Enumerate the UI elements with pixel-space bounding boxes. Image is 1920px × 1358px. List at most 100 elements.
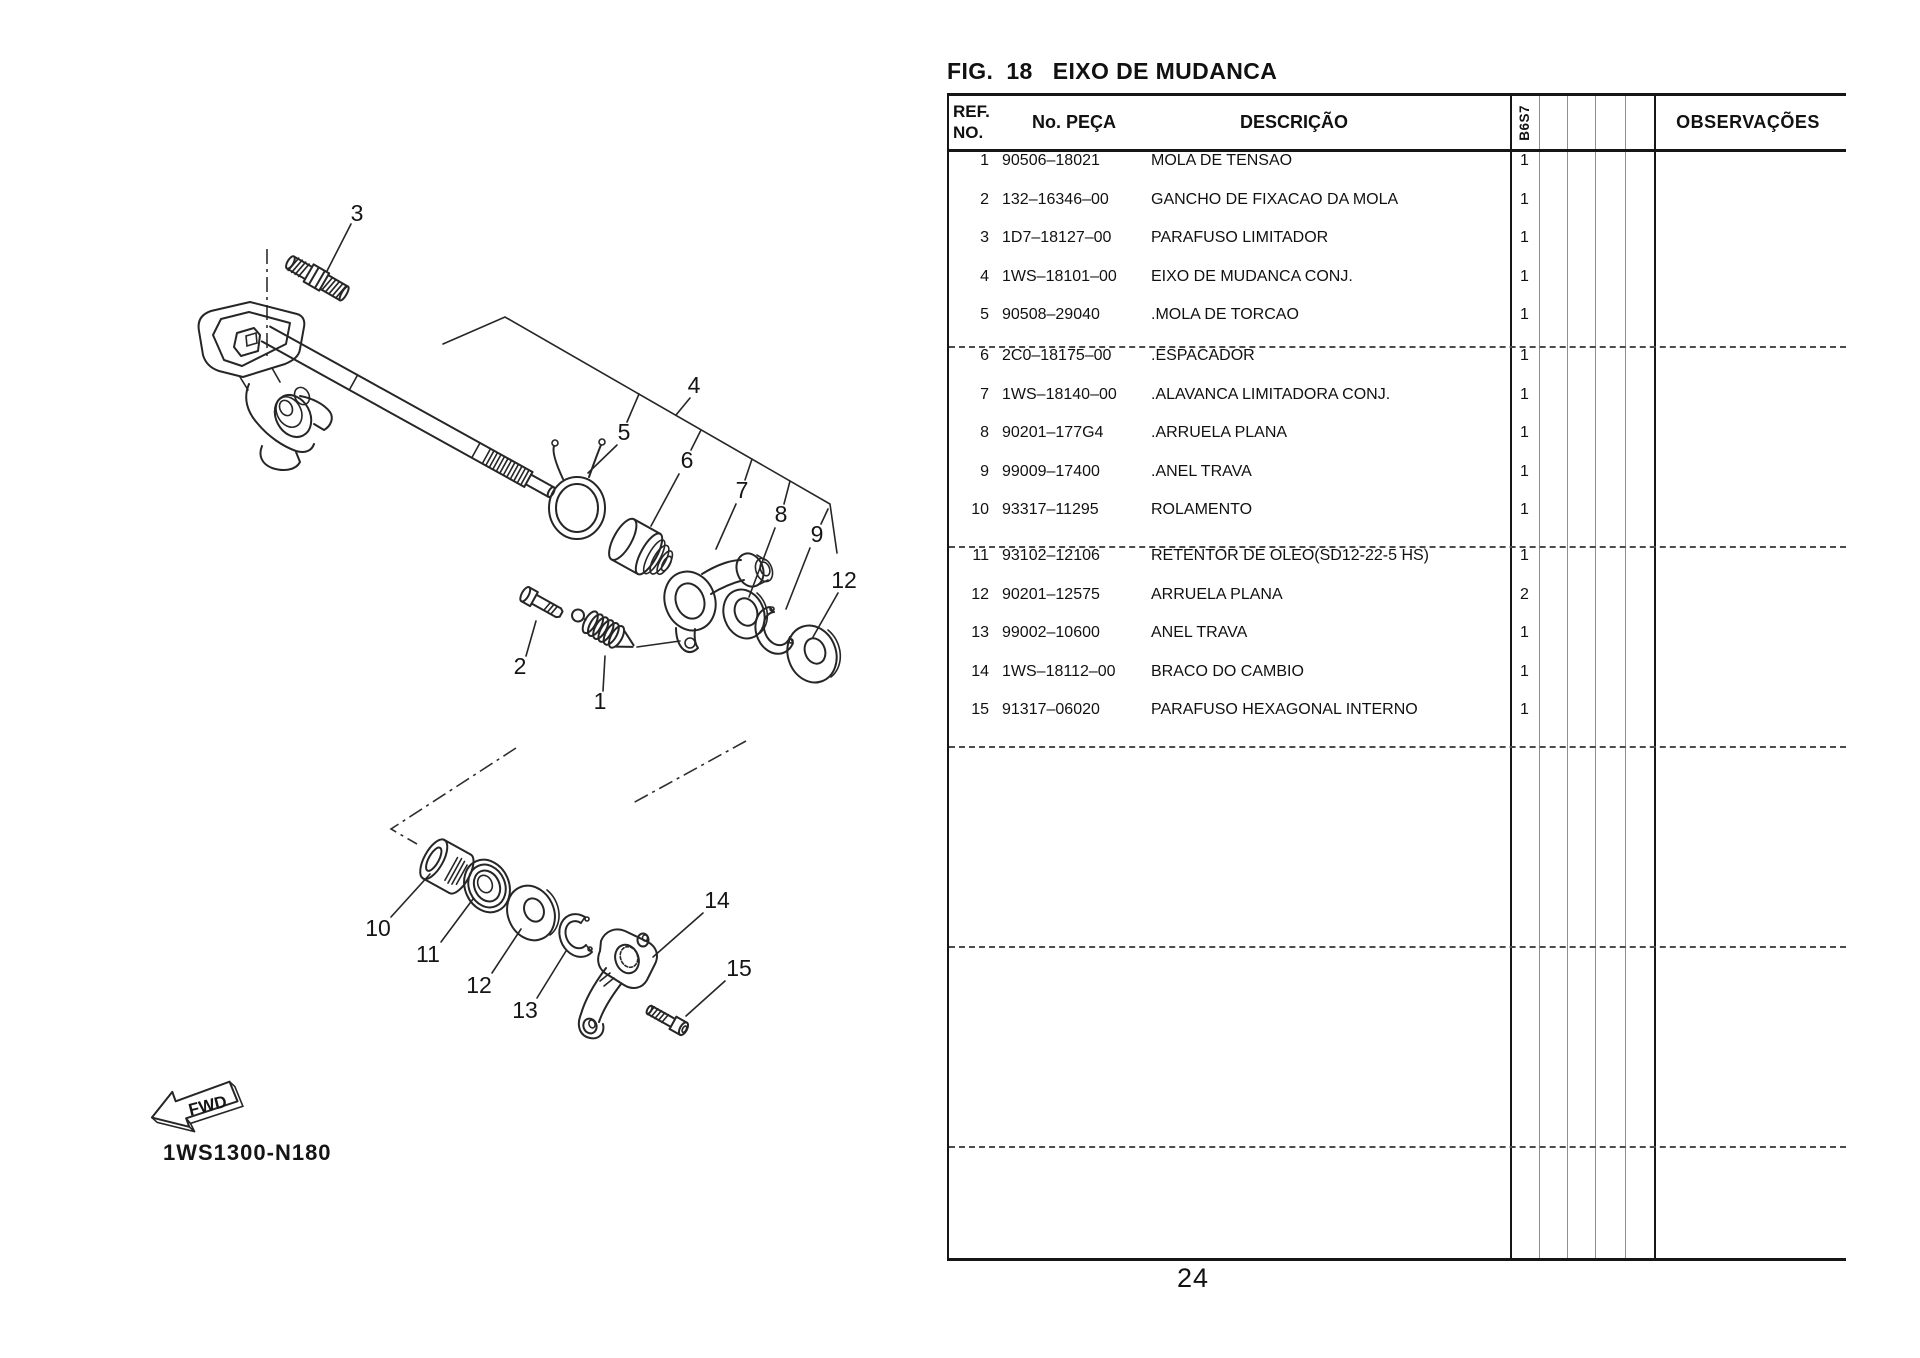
leader-6 <box>650 473 680 527</box>
header-observations: OBSERVAÇÕES <box>1676 112 1820 132</box>
column-divider-thin <box>1567 96 1568 1258</box>
title-number: 18 <box>1006 58 1033 84</box>
row-part-no: 2C0–18175–00 <box>1002 347 1112 364</box>
leader-9 <box>785 547 811 610</box>
part-torsion-spring <box>548 438 606 540</box>
callout-2: 2 <box>514 653 527 679</box>
row-description: ANEL TRAVA <box>1151 624 1248 642</box>
row-qty: 1 <box>1520 267 1529 285</box>
row-part-no: 93102–12106 <box>1002 547 1100 564</box>
part-oil-seal <box>463 858 511 914</box>
header-description: DESCRIÇÃO <box>1239 112 1348 132</box>
row-ref-no: 1 <box>980 152 989 169</box>
model-code-label: B6S7 <box>1517 104 1532 141</box>
callout-5: 5 <box>618 419 631 445</box>
part-limit-lever <box>663 552 774 654</box>
leader-13 <box>536 950 567 999</box>
row-qty: 1 <box>1520 229 1529 247</box>
callout-6: 6 <box>681 447 694 473</box>
row-ref-no: 15 <box>971 701 989 719</box>
callout-4: 4 <box>688 372 701 398</box>
row-ref-no: 4 <box>980 267 989 285</box>
table-row: 3 1D7–18127–00 PARAFUSO LIMITADOR 1 <box>949 227 1846 249</box>
callout-12b: 12 <box>466 972 492 998</box>
leader-1 <box>602 655 606 692</box>
leader-15 <box>685 980 726 1017</box>
leader-11 <box>440 898 474 943</box>
header-part-no: No. PEÇA <box>1031 112 1116 132</box>
row-description: .ARRUELA PLANA <box>1151 424 1288 442</box>
row-description: .ALAVANCA LIMITADORA CONJ. <box>1151 385 1391 403</box>
part-snap-ring-13 <box>558 913 593 958</box>
row-description: PARAFUSO LIMITADOR <box>1151 229 1329 247</box>
table-header: REF. NO. No. PEÇA DESCRIÇÃO B6S7 OBSERVA… <box>949 96 1846 152</box>
row-ref-no: 2 <box>980 190 989 208</box>
part-washer-12-upper <box>786 624 842 684</box>
drawing-code: 1WS1300-N180 <box>163 1140 332 1165</box>
leader-7 <box>715 503 737 550</box>
callout-3: 3 <box>351 200 364 226</box>
column-divider <box>1510 96 1512 1258</box>
part-shift-pedal <box>197 301 333 471</box>
row-ref-no: 5 <box>980 306 989 324</box>
row-qty: 1 <box>1520 624 1529 642</box>
row-ref-no: 11 <box>972 547 989 564</box>
part-spacer <box>608 517 674 576</box>
row-qty: 1 <box>1520 701 1529 719</box>
callout-9: 9 <box>811 521 824 547</box>
row-qty: 1 <box>1520 547 1529 564</box>
row-part-no: 91317–06020 <box>1002 701 1100 719</box>
spring-link-line <box>636 640 681 648</box>
row-ref-no: 14 <box>971 662 989 680</box>
row-part-no: 1WS–18112–00 <box>1002 662 1116 680</box>
row-description: .MOLA DE TORCAO <box>1151 306 1299 324</box>
row-ref-no: 12 <box>971 585 989 603</box>
callout-11: 11 <box>416 941 440 967</box>
group-separator <box>949 1146 1846 1148</box>
row-description: BRACO DO CAMBIO <box>1151 662 1304 680</box>
leader-12 <box>812 592 839 638</box>
callout-7: 7 <box>736 477 749 503</box>
column-divider <box>1654 96 1656 1258</box>
callout-15: 15 <box>726 955 752 981</box>
row-description: ARRUELA PLANA <box>1151 585 1283 603</box>
part-tension-spring <box>571 608 635 649</box>
page-number: 24 <box>1176 1263 1210 1293</box>
row-ref-no: 8 <box>980 424 989 442</box>
row-ref-no: 3 <box>980 229 989 247</box>
row-qty: 2 <box>1520 585 1529 603</box>
row-description: .ESPACADOR <box>1151 347 1255 364</box>
parts-table: REF. NO. No. PEÇA DESCRIÇÃO B6S7 OBSERVA… <box>947 93 1846 1261</box>
row-description: GANCHO DE FIXACAO DA MOLA <box>1151 190 1399 208</box>
row-part-no: 90201–177G4 <box>1002 424 1104 442</box>
header-ref-line1: REF. <box>953 102 990 121</box>
row-part-no: 99009–17400 <box>1002 462 1100 480</box>
assembly-bracket <box>442 316 838 554</box>
part-washer-12-lower <box>506 884 560 942</box>
column-divider-thin <box>1625 96 1626 1258</box>
callout-12: 12 <box>831 567 857 593</box>
title-name: EIXO DE MUDANCA <box>1052 58 1278 84</box>
row-qty: 1 <box>1520 501 1529 519</box>
row-description: .ANEL TRAVA <box>1151 462 1252 480</box>
fwd-arrow-icon: FWD <box>150 1080 244 1133</box>
leader-2 <box>525 620 537 657</box>
row-part-no: 1D7–18127–00 <box>1002 229 1112 247</box>
row-qty: 1 <box>1520 347 1529 364</box>
header-ref-line2: NO. <box>953 123 984 142</box>
row-qty: 1 <box>1520 306 1529 324</box>
row-part-no: 1WS–18101–00 <box>1002 267 1117 285</box>
row-description: EIXO DE MUDANCA CONJ. <box>1151 267 1353 285</box>
row-part-no: 1WS–18140–00 <box>1002 385 1117 403</box>
group-separator <box>949 346 1846 348</box>
row-ref-no: 10 <box>971 501 989 519</box>
